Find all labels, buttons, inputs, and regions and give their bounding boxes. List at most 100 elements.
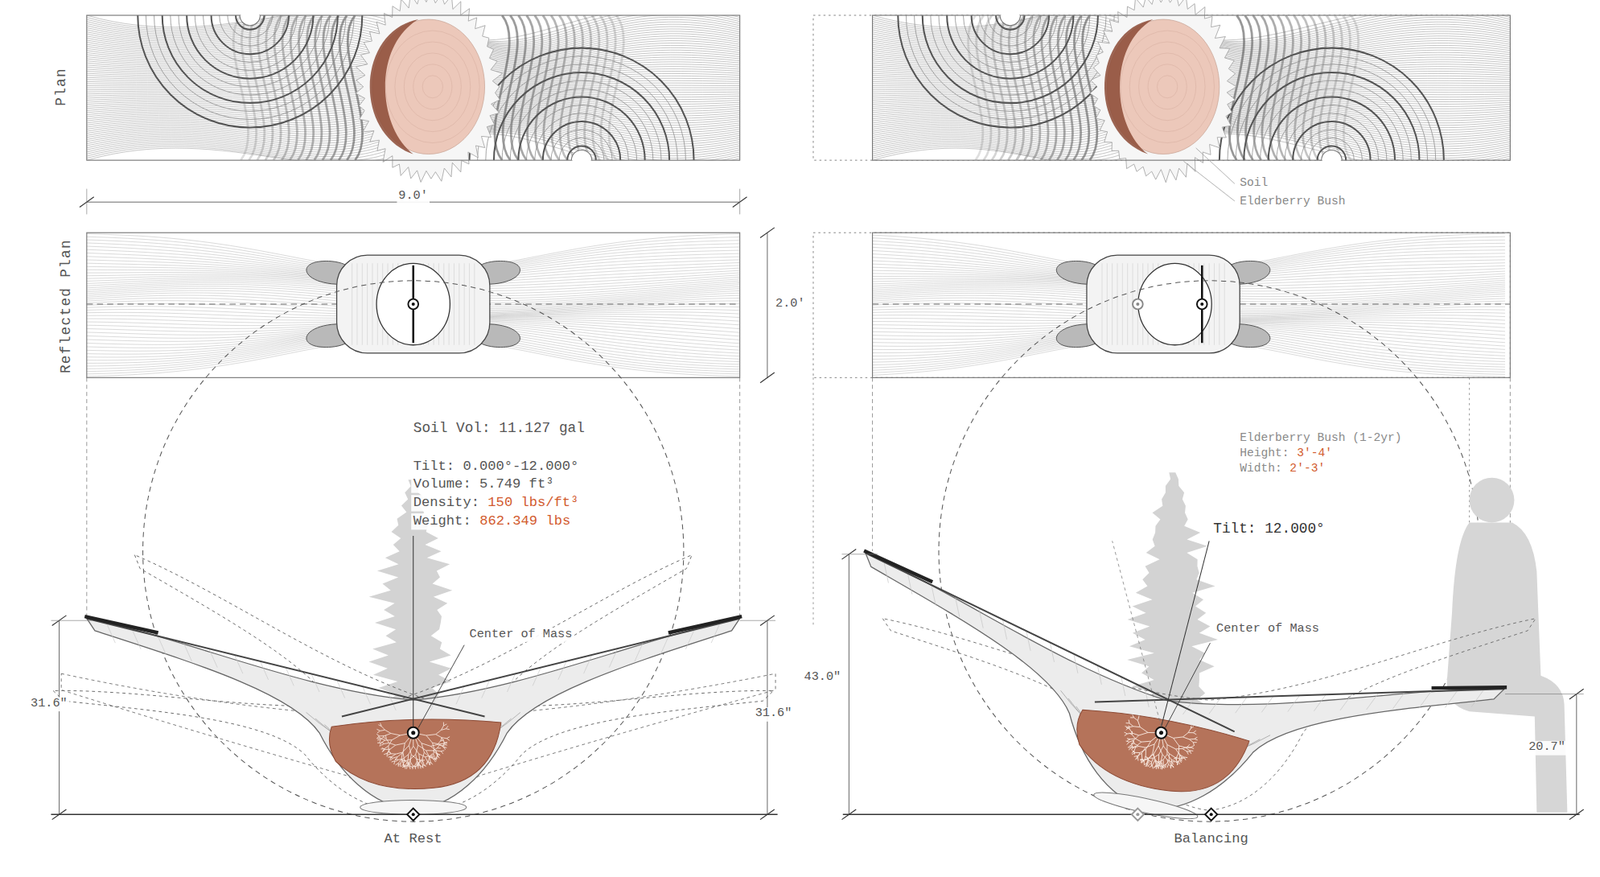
rocking-radius <box>143 280 684 822</box>
spec-text: Height: <box>1238 445 1292 460</box>
illustration-path <box>914 15 1107 112</box>
illustration-circle <box>1135 302 1140 306</box>
spec-text: Volume: 5.749 ft³ <box>411 476 556 493</box>
illustration-line <box>584 654 593 674</box>
illustration-path <box>137 15 362 128</box>
illustration-ellipse <box>413 64 453 110</box>
illustration-line <box>351 263 353 345</box>
illustration-path <box>872 15 1511 161</box>
illustration-line <box>473 263 475 345</box>
illustration-ellipse <box>1156 75 1177 99</box>
illustration-line <box>1122 263 1123 345</box>
spec-value: 150 lbs/ft³ <box>485 494 581 511</box>
illustration-line <box>183 642 192 662</box>
spec-text: Tilt: 12.000° <box>1211 520 1328 537</box>
guide-line <box>418 645 465 729</box>
illustration-circle <box>1132 299 1144 310</box>
illustration-line <box>558 661 567 680</box>
callout: Soil <box>1238 175 1271 190</box>
illustration-path <box>194 15 305 70</box>
illustration-path <box>938 15 1082 87</box>
view-title: Reflected Plan <box>57 237 75 376</box>
illustration-path <box>178 15 322 87</box>
illustration-path <box>971 15 1049 54</box>
illustration-circle <box>411 730 416 735</box>
illustration-path <box>526 105 638 161</box>
spec-text: Width: <box>1238 460 1285 475</box>
illustration-path <box>1227 56 1436 161</box>
illustration-line <box>132 630 141 650</box>
illustration-line <box>1126 263 1128 345</box>
spec-value: 3'-4' <box>1295 445 1335 460</box>
illustration-line <box>158 637 167 656</box>
person-silhouette <box>1447 522 1568 812</box>
illustration-rect <box>337 255 490 354</box>
illustration-path <box>186 15 313 79</box>
rocking-radius <box>938 280 1480 822</box>
illustration-path <box>995 15 1025 30</box>
guide-line <box>1161 540 1210 727</box>
illustration-ellipse <box>1120 30 1215 144</box>
illustration-path <box>510 88 654 161</box>
illustration-rect <box>86 232 741 378</box>
illustration-path <box>542 121 621 161</box>
illustration-g <box>872 15 1511 161</box>
illustration-path <box>1308 137 1354 161</box>
illustration-line <box>1201 265 1204 343</box>
illustration-line <box>634 642 643 662</box>
contact-dot <box>1135 812 1140 816</box>
dimension: 31.6" <box>28 696 70 712</box>
guide-line <box>760 227 775 239</box>
guide-line <box>842 553 878 555</box>
illustration-line <box>506 673 515 692</box>
illustration-g <box>86 15 741 161</box>
illustration-path <box>477 56 687 161</box>
illustration-line <box>685 630 694 650</box>
illustration-path <box>668 616 742 633</box>
illustration-path <box>219 15 281 46</box>
rocking-outline <box>61 673 776 796</box>
illustration-path <box>1284 113 1379 161</box>
illustration-circle <box>407 727 420 739</box>
illustration-path <box>84 616 158 633</box>
callout: Center of Mass <box>1214 622 1322 638</box>
illustration-path <box>202 15 297 62</box>
illustration-path <box>1117 710 1201 778</box>
illustration-path <box>1276 105 1387 161</box>
illustration-path <box>559 137 605 161</box>
illustration-line <box>1224 263 1226 345</box>
illustration-line <box>711 624 720 643</box>
illustration-path <box>341 618 741 717</box>
illustration-path <box>968 15 984 161</box>
illustration-line <box>1111 263 1113 345</box>
illustration-path <box>551 129 613 161</box>
illustration-line <box>458 263 460 345</box>
spec-text: Weight: <box>411 513 474 530</box>
guide-line <box>739 377 741 621</box>
spec-text: Soil Vol: 11.127 gal <box>411 419 587 436</box>
guide-line <box>86 377 87 621</box>
illustration-g <box>86 234 741 377</box>
illustration-path <box>86 234 741 377</box>
illustration-path <box>534 113 630 161</box>
illustration-path <box>608 15 624 161</box>
guide-line <box>1196 148 1235 184</box>
illustration-path <box>825 552 1505 877</box>
illustration-line <box>356 263 358 345</box>
illustration-line <box>259 661 268 680</box>
callout: Elderberry Bush <box>1238 193 1348 208</box>
illustration-path <box>493 72 670 161</box>
illustration-circle <box>1200 302 1204 306</box>
illustration-line <box>106 624 116 643</box>
guide-line <box>1112 540 1162 727</box>
illustration-ellipse <box>403 53 461 121</box>
illustration-line <box>285 667 294 687</box>
illustration-line <box>366 263 368 345</box>
illustration-path <box>1104 19 1153 154</box>
illustration-path <box>329 719 501 789</box>
illustration-path <box>154 15 346 112</box>
illustration-path <box>1317 145 1347 161</box>
illustration-ellipse <box>394 41 471 132</box>
illustration-line <box>608 649 617 668</box>
